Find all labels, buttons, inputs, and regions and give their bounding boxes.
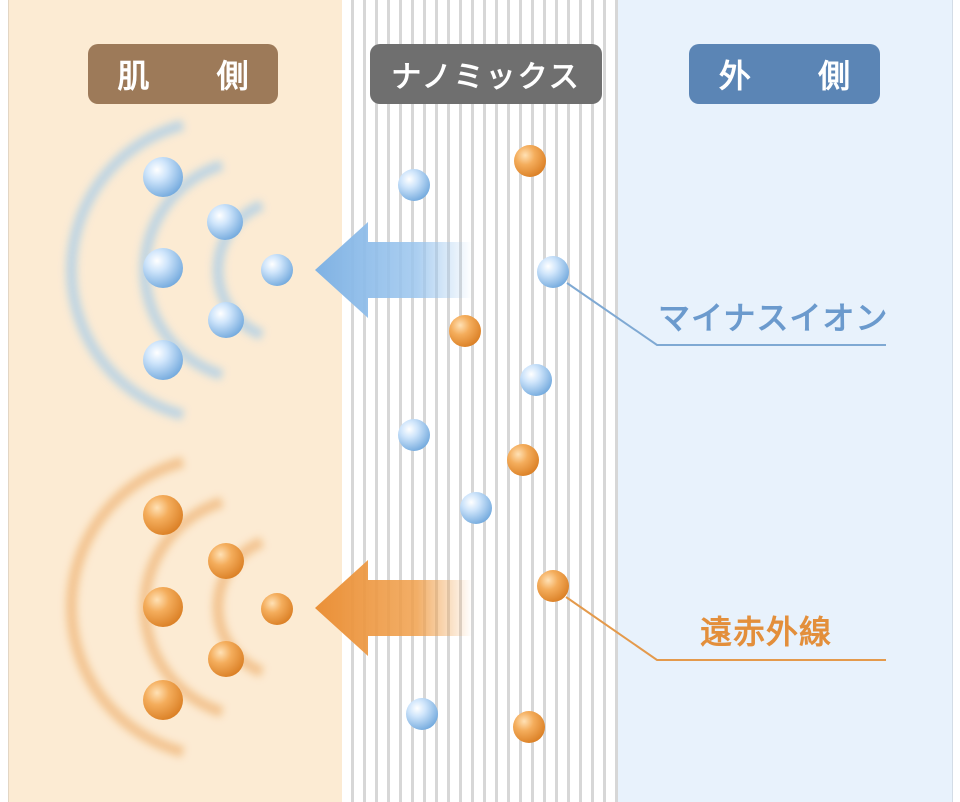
skin-side-zone xyxy=(8,0,343,802)
infrared-arrow xyxy=(315,560,472,656)
ion-particle xyxy=(261,254,293,286)
outside-zone xyxy=(618,0,953,802)
skin-side-badge: 肌 側 xyxy=(88,44,278,104)
far-infrared-label: 遠赤外線 xyxy=(700,613,833,651)
infrared-particle xyxy=(261,593,293,625)
outside-badge: 外 側 xyxy=(689,44,880,104)
nanomix-fabric-zone xyxy=(342,0,618,802)
infrared-particle xyxy=(449,315,481,347)
ion-particle xyxy=(537,256,569,288)
skin-ion-particles xyxy=(143,157,293,380)
ion-particle xyxy=(207,204,243,240)
infrared-particle xyxy=(513,711,545,743)
infrared-particle xyxy=(208,641,244,677)
ion-particle xyxy=(143,248,183,288)
skin-infrared-particles xyxy=(143,495,293,720)
ion-leader-line xyxy=(566,282,886,346)
infrared-particle xyxy=(143,587,183,627)
infrared-leader-line xyxy=(565,596,886,661)
ion-particle xyxy=(398,169,430,201)
infrared-particle xyxy=(514,145,546,177)
fabric-particles xyxy=(398,145,569,743)
infrared-particle xyxy=(208,543,244,579)
infrared-particle xyxy=(143,680,183,720)
ion-particle xyxy=(208,302,244,338)
infrared-particle xyxy=(143,495,183,535)
ion-particle xyxy=(143,157,183,197)
ion-wave-arc xyxy=(65,119,185,421)
ion-particle xyxy=(398,419,430,451)
ion-particle xyxy=(520,364,552,396)
ion-particle xyxy=(406,698,438,730)
ion-arrow xyxy=(315,222,472,318)
negative-ion-label: マイナスイオン xyxy=(658,299,889,337)
ion-particle xyxy=(460,492,492,524)
ion-particle xyxy=(143,340,183,380)
nanomix-badge: ナノミックス xyxy=(370,44,602,104)
infrared-wave-arc xyxy=(65,456,185,758)
infrared-particle xyxy=(537,570,569,602)
infrared-particle xyxy=(507,444,539,476)
